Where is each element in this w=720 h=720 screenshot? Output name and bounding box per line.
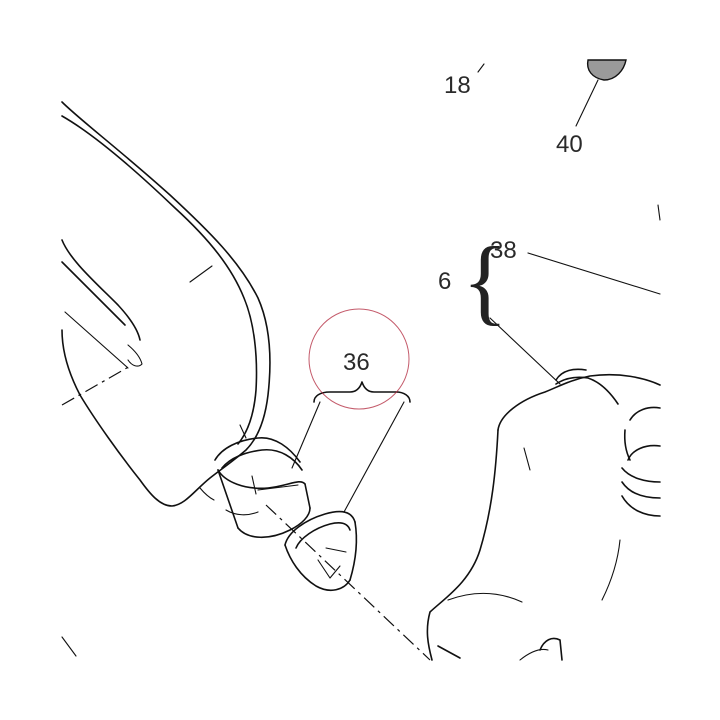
leader-line-36-a	[291, 401, 321, 469]
brace-36	[313, 381, 411, 403]
tick-mark	[657, 204, 661, 221]
callout-6: 6	[438, 268, 451, 295]
callout-36: 36	[343, 349, 370, 376]
edge-mark	[61, 636, 77, 657]
leader-line-6	[489, 317, 561, 385]
leader-line-36-b	[343, 401, 405, 513]
axis-centerline-left	[61, 364, 133, 406]
callout-38: 38	[490, 237, 517, 264]
axis-centerline	[265, 504, 431, 661]
leader-line-38	[527, 252, 661, 295]
leader-line-18	[477, 63, 485, 73]
callout-18: 18	[444, 72, 471, 99]
cap-ring	[284, 510, 358, 592]
fastener-40	[586, 59, 627, 81]
tank-body	[426, 368, 661, 661]
reservoir-bottle	[61, 101, 271, 507]
cap-assembly-36	[214, 437, 311, 539]
highlight-circle	[308, 308, 410, 410]
leader-line-40	[575, 79, 599, 127]
brace-6: {	[462, 227, 508, 334]
callout-40: 40	[556, 131, 583, 158]
